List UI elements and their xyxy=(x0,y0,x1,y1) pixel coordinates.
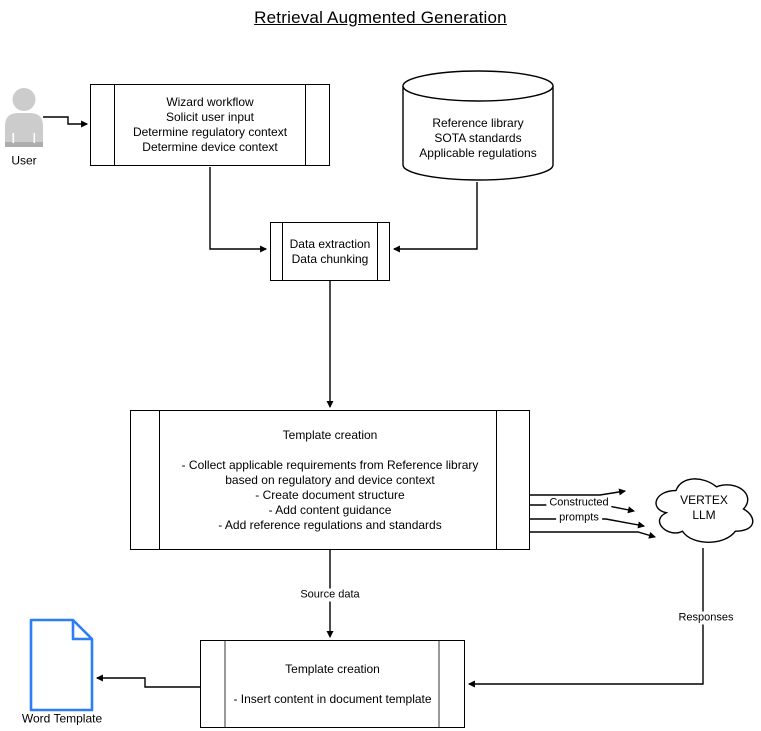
edge-llm-to-insertion xyxy=(467,548,704,688)
reference-library-text: Reference library SOTA standards Applica… xyxy=(419,116,537,160)
source-data-label: Source data xyxy=(297,588,363,602)
right-divider xyxy=(377,223,378,280)
cloud-icon xyxy=(655,478,754,543)
user-icon xyxy=(5,88,43,147)
data-extraction-node: Data extraction Data chunking xyxy=(270,222,390,281)
edge-prompt-4 xyxy=(530,531,657,539)
prompts-label: prompts xyxy=(556,511,602,525)
document-icon xyxy=(29,618,94,712)
user-label: User xyxy=(8,154,40,168)
left-divider xyxy=(224,641,226,727)
left-divider xyxy=(159,411,160,549)
edge-prompt-1 xyxy=(530,488,627,496)
right-divider xyxy=(496,411,497,549)
edge-wizard-to-extraction xyxy=(209,167,268,253)
database-cylinder-icon xyxy=(402,70,554,181)
wizard-workflow-node: Wizard workflow Solicit user input Deter… xyxy=(90,84,330,166)
right-divider xyxy=(305,85,306,165)
template-creation-node: Template creation - Collect applicable r… xyxy=(130,410,530,550)
word-template-label: Word Template xyxy=(18,712,106,726)
edge-insertion-to-document xyxy=(95,674,200,688)
responses-label: Responses xyxy=(675,611,737,625)
wizard-workflow-text: Wizard workflow Solicit user input Deter… xyxy=(132,95,288,154)
template-insertion-node: Template creation - Insert content in do… xyxy=(200,640,465,728)
left-divider xyxy=(114,85,115,165)
vertex-llm-text: VERTEX LLM xyxy=(680,493,728,522)
template-creation-text: Template creation - Collect applicable r… xyxy=(181,427,479,532)
left-divider xyxy=(282,223,283,280)
data-extraction-text: Data extraction Data chunking xyxy=(289,236,371,266)
constructed-label: Constructed xyxy=(546,496,612,510)
template-insertion-text: Template creation - Insert content in do… xyxy=(233,661,432,706)
right-divider xyxy=(438,641,440,727)
edge-library-to-extraction xyxy=(392,182,478,253)
diagram-title: Retrieval Augmented Generation xyxy=(254,8,507,27)
edge-user-to-wizard xyxy=(43,116,89,128)
